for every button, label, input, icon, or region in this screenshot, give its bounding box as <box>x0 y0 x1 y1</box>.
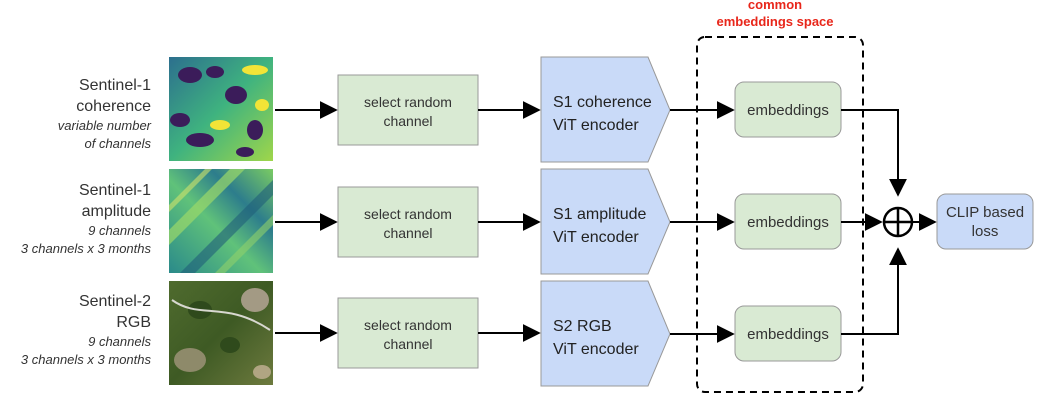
svg-text:embeddings: embeddings <box>747 326 829 343</box>
svg-text:select random: select random <box>364 317 452 333</box>
svg-text:S2 RGB: S2 RGB <box>553 318 612 335</box>
source-label-s2-rgb: Sentinel-2 RGB 9 channels 3 channels x 3… <box>20 293 151 367</box>
embeddings-box-1: embeddings <box>734 81 842 138</box>
svg-text:embeddings: embeddings <box>747 214 829 231</box>
embeddings-box-2: embeddings <box>734 193 842 250</box>
arrow-emb3-to-combine <box>841 247 907 335</box>
svg-text:ViT encoder: ViT encoder <box>553 117 639 134</box>
embeddings-box-3: embeddings <box>734 305 842 362</box>
svg-text:channel: channel <box>383 336 432 352</box>
source-label-s1-coherence: Sentinel-1 coherence variable number of … <box>57 77 151 151</box>
select-channel-box-1: select random channel <box>337 74 479 146</box>
common-space-title-line2: embeddings space <box>716 14 834 29</box>
encoder-s1-amplitude: S1 amplitude ViT encoder <box>540 168 671 275</box>
thumbnail-s2-rgb <box>169 281 273 385</box>
svg-text:S1 coherence: S1 coherence <box>553 94 652 111</box>
common-space-title-line1: common <box>747 0 803 12</box>
common-space-box <box>696 36 864 393</box>
svg-text:loss: loss <box>972 223 999 240</box>
svg-text:CLIP based: CLIP based <box>946 204 1024 221</box>
svg-text:ViT encoder: ViT encoder <box>553 341 639 358</box>
encoder-s2-rgb: S2 RGB ViT encoder <box>540 280 671 387</box>
encoder-s1-coherence: S1 coherence ViT encoder <box>540 56 671 163</box>
thumbnail-s1-coherence <box>169 57 273 161</box>
arrow-emb1-to-combine <box>841 109 907 197</box>
select-channel-box-2: select random channel <box>337 186 479 258</box>
combine-symbol <box>882 206 914 238</box>
svg-text:S1 amplitude: S1 amplitude <box>553 206 646 223</box>
select-channel-box-3: select random channel <box>337 297 479 369</box>
svg-text:select random: select random <box>364 94 452 110</box>
svg-text:channel: channel <box>383 225 432 241</box>
thumbnail-s1-amplitude <box>169 169 273 273</box>
clip-loss-box: CLIP based loss <box>936 193 1034 250</box>
svg-text:select random: select random <box>364 206 452 222</box>
common-space-title: common embeddings space <box>690 0 860 30</box>
svg-text:ViT encoder: ViT encoder <box>553 229 639 246</box>
svg-text:embeddings: embeddings <box>747 102 829 119</box>
source-label-s1-amplitude: Sentinel-1 amplitude 9 channels 3 channe… <box>20 182 151 256</box>
svg-text:channel: channel <box>383 113 432 129</box>
